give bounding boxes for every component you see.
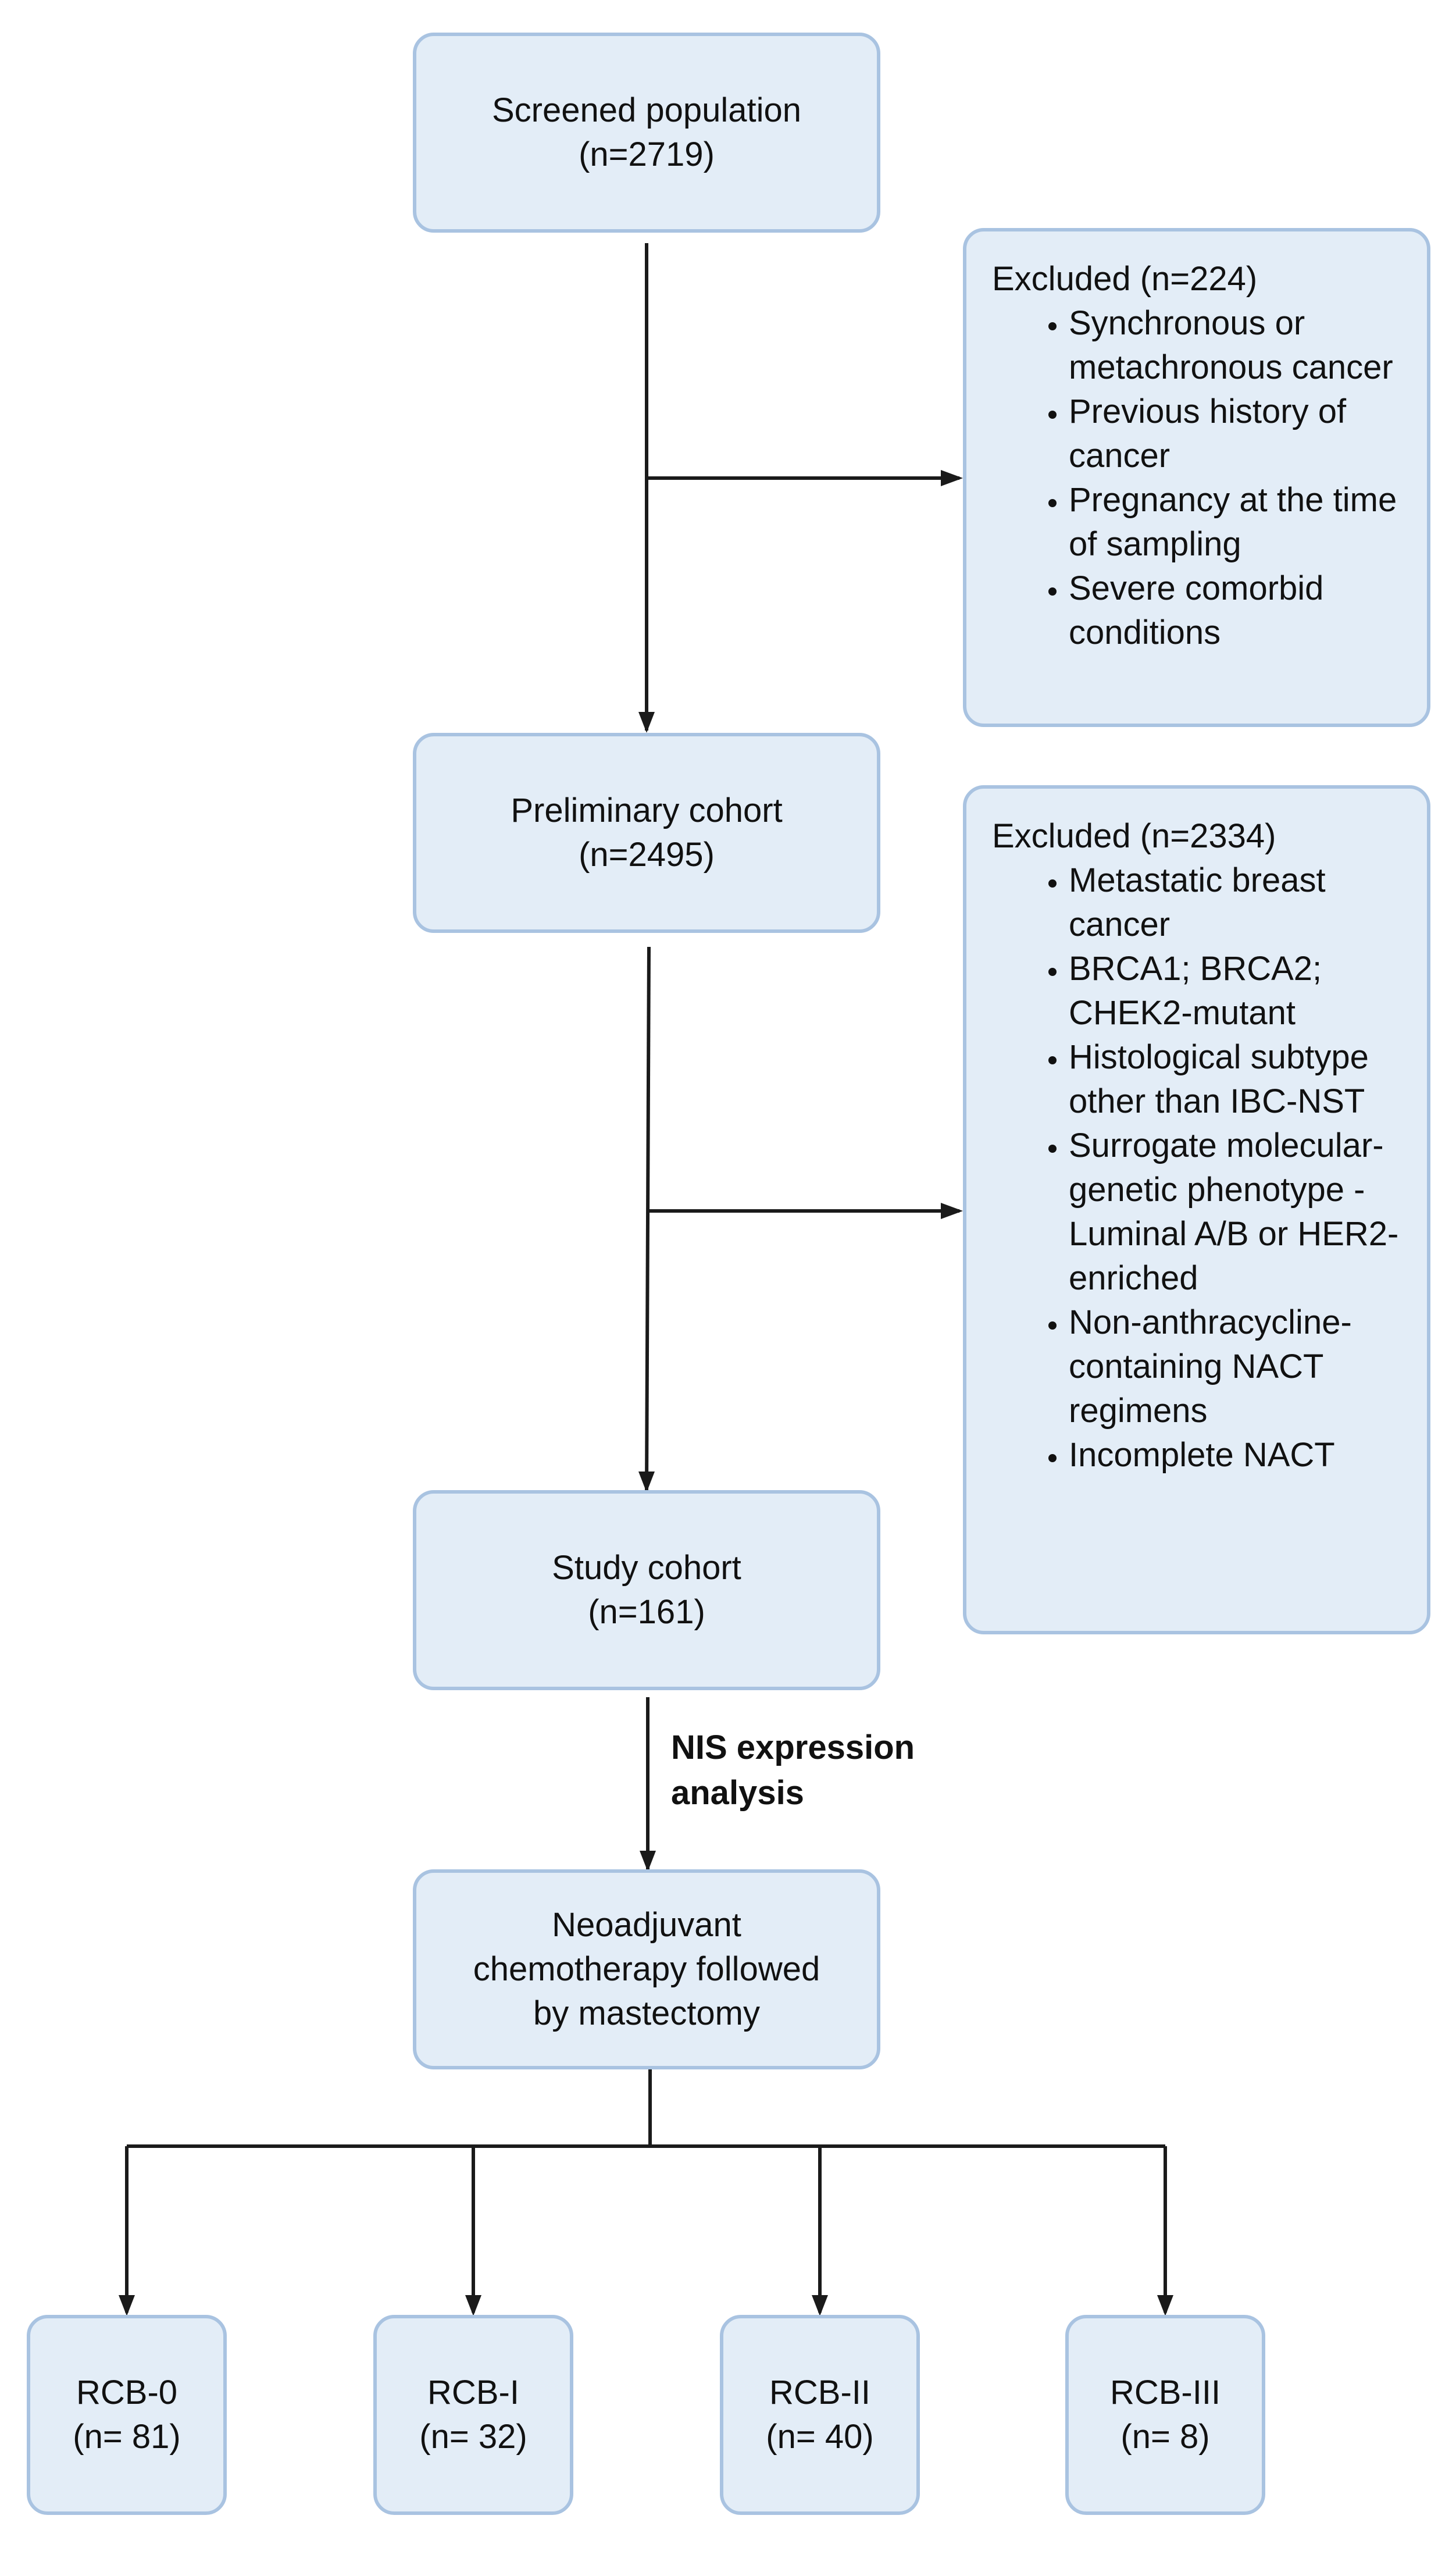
treatment-line: Neoadjuvant (552, 1906, 741, 1944)
excluded-2-item: Incomplete NACT (1069, 1433, 1413, 1477)
treatment-box: Neoadjuvant chemotherapy followed by mas… (413, 1869, 880, 2069)
excluded-2-item: BRCA1; BRCA2; CHEK2-mutant (1069, 947, 1413, 1035)
excluded-2-list: Metastatic breast cancer BRCA1; BRCA2; C… (992, 858, 1413, 1477)
study-cohort-box: Study cohort (n=161) (413, 1490, 880, 1690)
rcb-box-2: RCB-II (n= 40) (720, 2315, 920, 2515)
rcb-box-0: RCB-0 (n= 81) (27, 2315, 227, 2515)
excluded-2-item: Metastatic breast cancer (1069, 858, 1413, 947)
preliminary-cohort-box: Preliminary cohort (n=2495) (413, 733, 880, 933)
arrow-preliminary-to-study (645, 946, 651, 1491)
rcb-2-count: (n= 40) (766, 2418, 874, 2456)
rcb-3-label: RCB-III (1109, 2374, 1221, 2411)
excluded-2-title: Excluded (n=2334) (992, 817, 1276, 855)
arrowhead-to-excluded-2 (941, 1203, 963, 1219)
study-cohort-label: Study cohort (552, 1549, 741, 1587)
study-cohort-count: (n=161) (588, 1593, 705, 1631)
preliminary-cohort-count: (n=2495) (579, 836, 715, 874)
arrowhead-rcb-0 (119, 2295, 135, 2316)
rcb-1-count: (n= 32) (419, 2418, 527, 2456)
excluded-box-1: Excluded (n=224) Synchronous or metachro… (963, 228, 1430, 727)
arrowhead-rcb-3 (1157, 2295, 1173, 2316)
screened-population-box: Screened population (n=2719) (413, 33, 880, 233)
nis-expression-label: NIS expression analysis (671, 1729, 915, 1812)
preliminary-cohort-label: Preliminary cohort (511, 792, 783, 829)
rcb-box-3: RCB-III (n= 8) (1065, 2315, 1265, 2515)
rcb-0-label: RCB-0 (76, 2374, 178, 2411)
screened-population-label: Screened population (491, 91, 802, 129)
rcb-2-label: RCB-II (769, 2374, 870, 2411)
arrowhead-to-excluded-1 (941, 470, 963, 486)
arrowhead-study-to-treatment (640, 1851, 656, 1872)
rcb-box-1: RCB-I (n= 32) (373, 2315, 573, 2515)
excluded-2-item: Non-anthracycline-containing NACT regime… (1069, 1301, 1413, 1433)
excluded-box-2: Excluded (n=2334) Metastatic breast canc… (963, 785, 1430, 1634)
arrowhead-rcb-1 (465, 2295, 481, 2316)
excluded-2-item: Surrogate molecular-genetic phenotype - … (1069, 1124, 1413, 1301)
excluded-1-item: Previous history of cancer (1069, 390, 1413, 478)
rcb-1-label: RCB-I (427, 2374, 519, 2411)
arrowhead-screened-to-preliminary (638, 712, 655, 733)
excluded-1-title: Excluded (n=224) (992, 260, 1258, 298)
arrowhead-rcb-2 (812, 2295, 828, 2316)
excluded-1-item: Pregnancy at the time of sampling (1069, 478, 1413, 567)
treatment-line: chemotherapy followed (473, 1950, 820, 1988)
excluded-1-item: Synchronous or metachronous cancer (1069, 301, 1413, 390)
excluded-1-list: Synchronous or metachronous cancer Previ… (992, 301, 1413, 655)
treatment-line: by mastectomy (533, 1994, 760, 2032)
excluded-1-item: Severe comorbid conditions (1069, 567, 1413, 655)
rcb-0-count: (n= 81) (73, 2418, 181, 2456)
arrowhead-preliminary-to-study (638, 1472, 655, 1492)
rcb-3-count: (n= 8) (1120, 2418, 1210, 2456)
screened-population-count: (n=2719) (579, 136, 715, 173)
excluded-2-item: Histological subtype other than IBC-NST (1069, 1035, 1413, 1124)
